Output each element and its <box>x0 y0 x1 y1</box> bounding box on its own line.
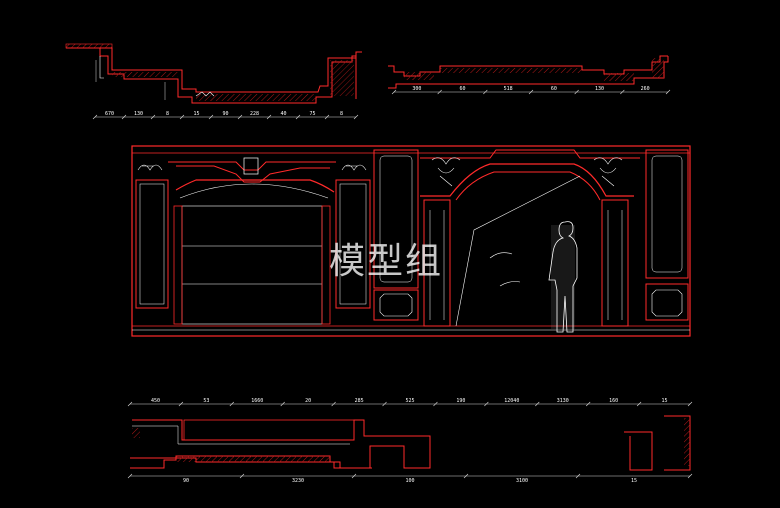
dimension-tick <box>687 473 693 479</box>
dimension-label: 3130 <box>557 398 569 404</box>
dimension-tick <box>528 89 534 95</box>
dimension-tick <box>324 114 330 120</box>
dimension-tick <box>178 401 184 407</box>
dimension-tick <box>463 473 469 479</box>
dimension-label: 15 <box>662 398 668 404</box>
dimension-tick <box>484 401 489 407</box>
dimension-tick <box>92 114 98 120</box>
dimension-tick <box>208 114 214 120</box>
dimension-label: 60 <box>459 86 465 92</box>
dimension-label: 518 <box>504 86 513 92</box>
dimension-label: 3230 <box>292 478 304 484</box>
dimension-label: 130 <box>134 111 143 117</box>
dimension-tick <box>127 401 133 407</box>
dimension-tick <box>331 401 336 407</box>
dimension-tick <box>351 473 357 479</box>
dimension-label: 8 <box>166 111 169 117</box>
top-right-plan-section: 300 60 518 60 130 260 <box>388 55 671 95</box>
dimension-tick <box>150 114 156 120</box>
dimension-label: 75 <box>309 111 315 117</box>
dimension-label: 90 <box>222 111 228 117</box>
carved-ornament-icon <box>137 164 367 171</box>
dimension-label: 20 <box>305 398 311 404</box>
dimension-label: 15 <box>193 111 199 117</box>
wall-elevation <box>131 145 691 337</box>
dimension-tick <box>127 473 133 479</box>
dimension-label: 160 <box>609 398 618 404</box>
dimension-tick <box>636 401 642 407</box>
bottom-plan-section: 450 53 1660 20 285 525 190 12040 3130 160 15 90 323… <box>127 398 693 484</box>
dimension-label: 190 <box>456 398 465 404</box>
dimension-tick <box>433 401 438 407</box>
dimension-label: 8 <box>340 111 343 117</box>
dimension-tick <box>382 401 387 407</box>
dimension-label: 228 <box>250 111 259 117</box>
dimension-tick <box>121 114 127 120</box>
dimension-tick <box>574 89 579 95</box>
dimension-label: 60 <box>551 86 557 92</box>
dimension-label: 100 <box>405 478 414 484</box>
dimension-tick <box>483 89 488 95</box>
watermark-text: 模型组 <box>329 241 444 282</box>
human-figure-icon <box>548 221 578 333</box>
carved-ornament-icon <box>431 157 623 187</box>
dimension-label: 1660 <box>251 398 263 404</box>
dimension-label: 260 <box>641 86 650 92</box>
dimension-tick <box>575 473 581 479</box>
dimension-label: 285 <box>355 398 364 404</box>
dimension-tick <box>280 401 285 407</box>
dimension-tick <box>687 401 693 407</box>
dimension-label: 300 <box>412 86 421 92</box>
dimension-tick <box>229 401 235 407</box>
dimension-tick <box>237 114 243 120</box>
dimension-label: 3100 <box>516 478 528 484</box>
arched-doorway <box>420 149 640 333</box>
dimension-label: 12040 <box>504 398 519 404</box>
dimension-tick <box>239 473 245 479</box>
dimension-tick <box>295 114 301 120</box>
wall-panels <box>373 149 689 321</box>
dimension-label: 53 <box>203 398 209 404</box>
dimension-tick <box>437 89 442 95</box>
dimension-tick <box>353 114 359 120</box>
top-left-plan-section: 670 130 8 15 90 228 40 75 8 <box>65 43 362 120</box>
dimension-tick <box>620 89 625 95</box>
dimension-tick <box>535 401 540 407</box>
dimension-label: 525 <box>405 398 414 404</box>
dimension-label: 40 <box>280 111 286 117</box>
bookcase-bay <box>135 157 371 325</box>
dimension-tick <box>665 89 671 95</box>
dimension-tick <box>391 89 397 95</box>
dimension-label: 15 <box>631 478 637 484</box>
dimension-tick <box>585 401 591 407</box>
dimension-label: 670 <box>105 111 114 117</box>
dimension-tick <box>266 114 272 120</box>
dimension-label: 450 <box>151 398 160 404</box>
dimension-tick <box>179 114 185 120</box>
dimension-label: 90 <box>183 478 189 484</box>
dimension-label: 130 <box>595 86 604 92</box>
